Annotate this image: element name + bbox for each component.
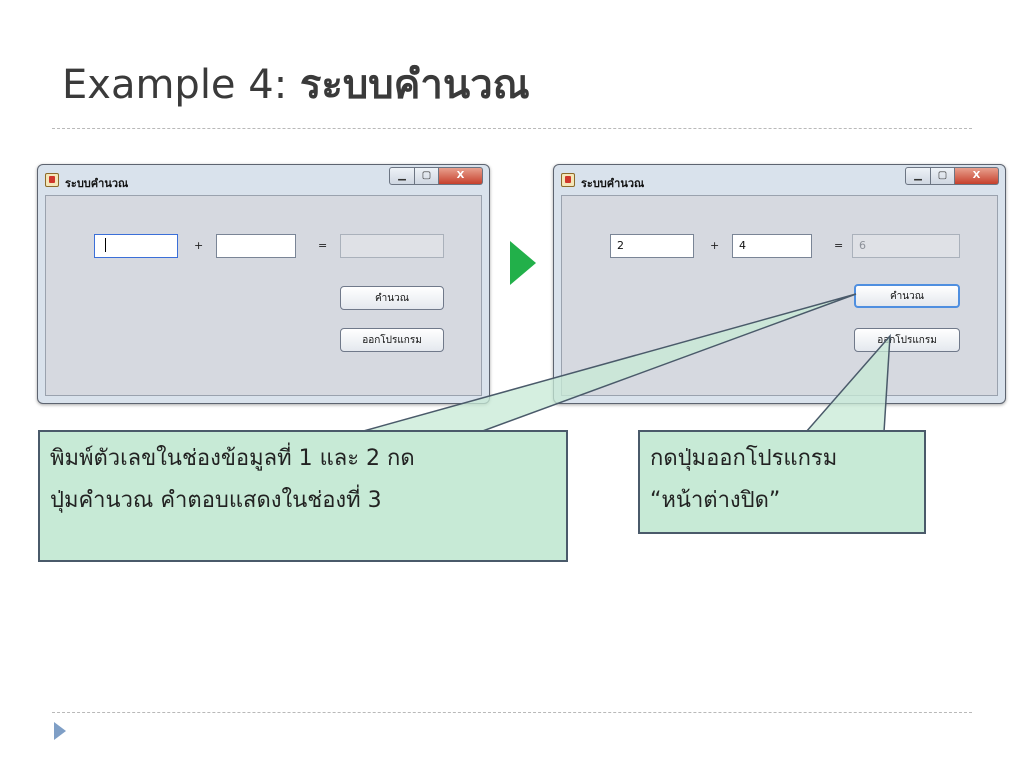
slide-title-prefix: Example 4: [62, 62, 300, 108]
window-controls: ▁ ▢ X [389, 167, 483, 185]
next-arrow-icon [510, 241, 536, 285]
close-icon: X [456, 170, 465, 181]
exit-program-button[interactable]: ออกโปรแกรม [340, 328, 444, 352]
minimize-button[interactable]: ▁ [389, 167, 415, 185]
calculate-button[interactable]: คำนวณ [340, 286, 444, 310]
minimize-icon: ▁ [398, 170, 406, 181]
number1-input[interactable]: 2 [610, 234, 694, 258]
callout-right-line1: กดปุ่มออกโปรแกรม [650, 446, 838, 471]
callout-right: กดปุ่มออกโปรแกรม “หน้าต่างปิด” [638, 430, 926, 534]
result-field [340, 234, 444, 258]
result-field: 6 [852, 234, 960, 258]
number2-input[interactable]: 4 [732, 234, 812, 258]
equals-label: = [318, 239, 328, 252]
number1-input[interactable] [94, 234, 178, 258]
calculate-button[interactable]: คำนวณ [854, 284, 960, 308]
callout-left-line2: ปุ่มคำนวณ คำตอบแสดงในช่องที่ 3 [50, 488, 382, 513]
maximize-button[interactable]: ▢ [415, 167, 439, 185]
callout-left-line1: พิมพ์ตัวเลขในช่องข้อมูลที่ 1 และ 2 กด [50, 446, 415, 471]
bullet-icon [54, 722, 66, 740]
exit-program-button[interactable]: ออกโปรแกรม [854, 328, 960, 352]
title-bar[interactable]: ระบบคำนวณ ▁ ▢ X [554, 165, 1005, 195]
minimize-icon: ▁ [914, 170, 922, 181]
maximize-icon: ▢ [937, 170, 948, 181]
callout-left: พิมพ์ตัวเลขในช่องข้อมูลที่ 1 และ 2 กด ปุ… [38, 430, 568, 562]
close-icon: X [972, 170, 981, 181]
window-title: ระบบคำนวณ [581, 177, 645, 190]
java-app-icon [561, 173, 575, 187]
slide-title: Example 4: ระบบคำนวณ [62, 52, 530, 116]
window-controls: ▁ ▢ X [905, 167, 999, 185]
plus-label: + [710, 239, 720, 252]
close-button[interactable]: X [955, 167, 999, 185]
slide-title-thai: ระบบคำนวณ [299, 62, 530, 108]
callout-right-line2: “หน้าต่างปิด” [650, 488, 781, 513]
plus-label: + [194, 239, 204, 252]
close-button[interactable]: X [439, 167, 483, 185]
equals-label: = [834, 239, 844, 252]
footer-divider [52, 712, 972, 713]
maximize-icon: ▢ [421, 170, 432, 181]
calculator-window-after: ระบบคำนวณ ▁ ▢ X 2 + 4 = 6 คำนวณ ออกโปรแก… [553, 164, 1006, 404]
maximize-button[interactable]: ▢ [931, 167, 955, 185]
text-caret [105, 238, 106, 252]
minimize-button[interactable]: ▁ [905, 167, 931, 185]
title-bar[interactable]: ระบบคำนวณ ▁ ▢ X [38, 165, 489, 195]
window-content: + = คำนวณ ออกโปรแกรม [45, 195, 482, 396]
calculator-window-before: ระบบคำนวณ ▁ ▢ X + = คำนวณ ออกโปรแกรม [37, 164, 490, 404]
window-title: ระบบคำนวณ [65, 177, 129, 190]
title-divider [52, 128, 972, 129]
window-content: 2 + 4 = 6 คำนวณ ออกโปรแกรม [561, 195, 998, 396]
number2-input[interactable] [216, 234, 296, 258]
java-app-icon [45, 173, 59, 187]
